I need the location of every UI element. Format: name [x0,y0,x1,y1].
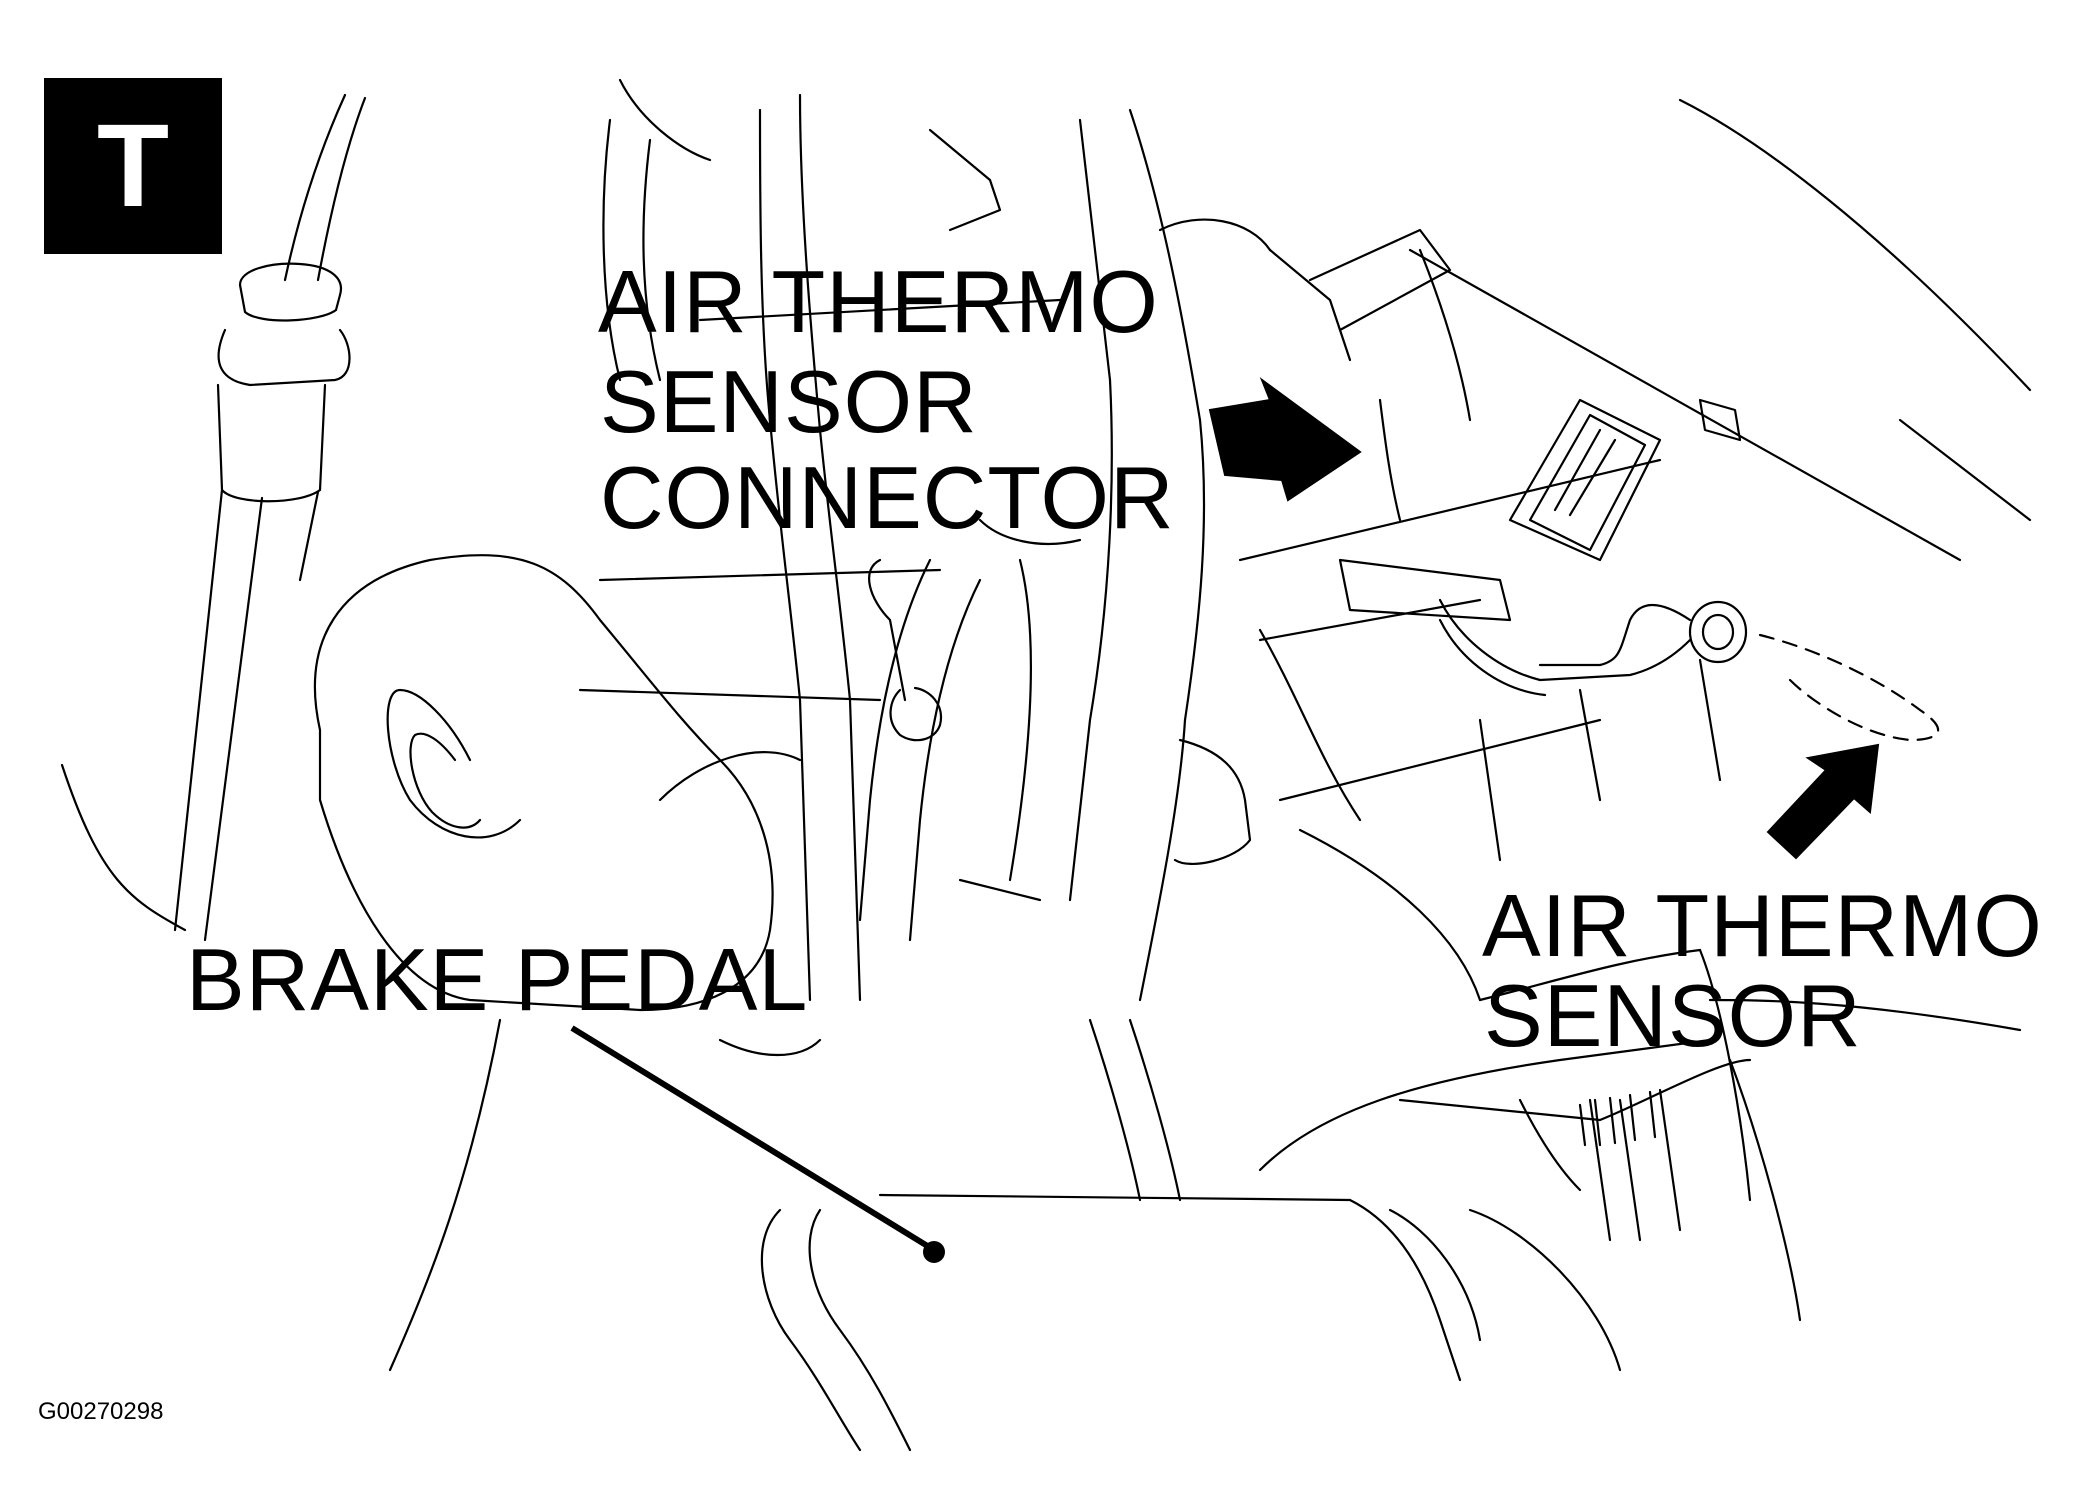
connector-pointer-arrow [1208,377,1362,502]
sensor-label-line1: AIR THERMO [1482,876,2043,975]
connector-label-line2: SENSOR [600,352,978,451]
brake-pedal-leader-line [570,1025,936,1253]
connector-label-line3: CONNECTOR [600,448,1175,547]
sensor-pointer-arrow [1766,743,1880,860]
dashboard-components [60,78,2032,1452]
section-badge: T [44,78,222,254]
brake-pedal-label: BRAKE PEDAL [186,930,809,1029]
figure-id: G00270298 [38,1398,164,1425]
connector-label-line1: AIR THERMO [598,252,1159,351]
brake-pedal-leader-dot [923,1241,945,1263]
sensor-label-line2: SENSOR [1484,966,1862,1065]
